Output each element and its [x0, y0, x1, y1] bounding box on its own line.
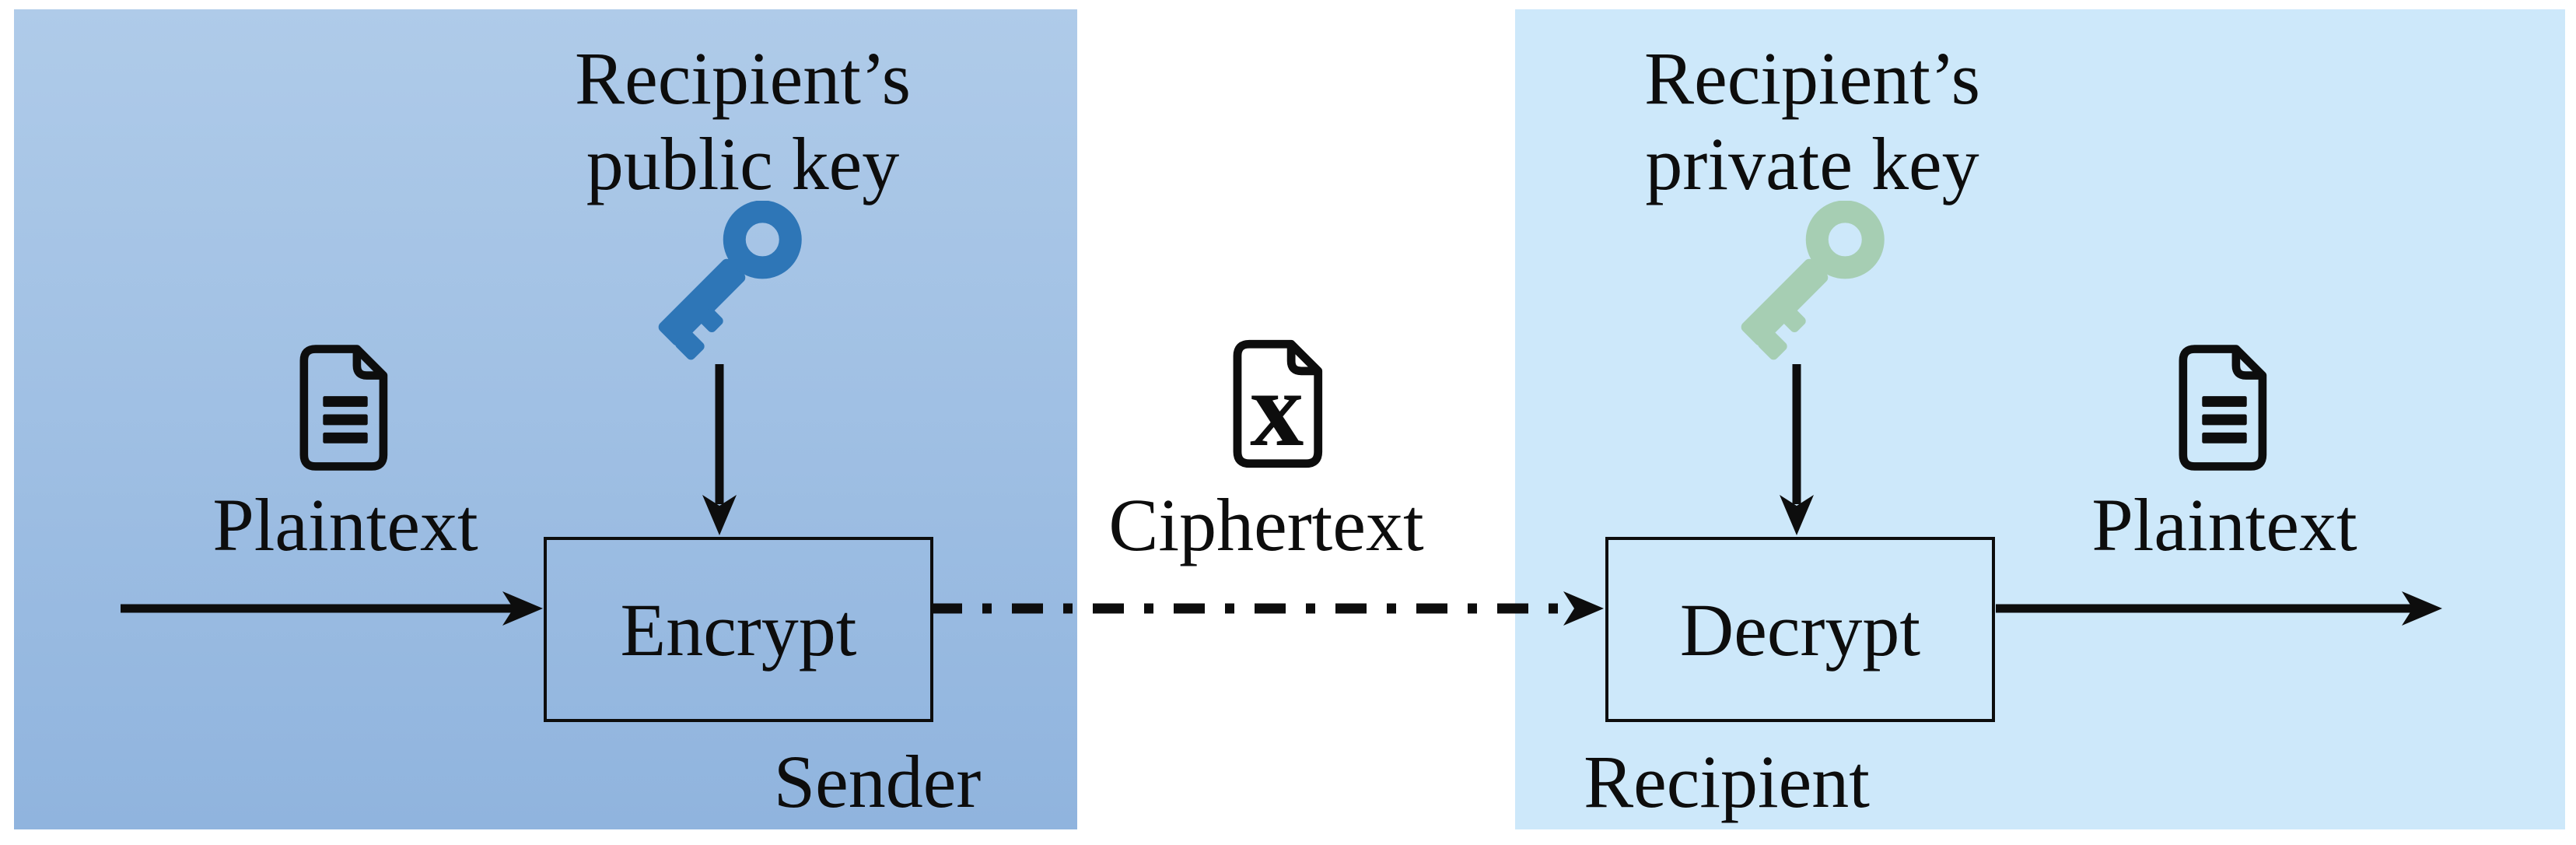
private-key-label-line1: Recipient’s	[1644, 37, 1980, 120]
encrypt-box: Encrypt	[544, 537, 933, 722]
encrypt-label: Encrypt	[620, 587, 857, 671]
plaintext-document-icon	[299, 345, 388, 471]
public-key-label-line2: public key	[586, 122, 900, 205]
private-key-label: Recipient’s private key	[1644, 36, 1980, 207]
plaintext-label: Plaintext	[212, 483, 478, 566]
output-document-icon	[2179, 345, 2267, 471]
ciphertext-label: Ciphertext	[1108, 483, 1424, 566]
sender-label: Sender	[773, 740, 982, 823]
private-key-icon	[1741, 201, 1885, 360]
private-key-label-line2: private key	[1645, 122, 1979, 205]
public-key-label-line1: Recipient’s	[575, 37, 911, 120]
decrypt-box: Decrypt	[1605, 537, 1995, 722]
recipient-label: Recipient	[1584, 740, 1870, 823]
decrypt-label: Decrypt	[1679, 587, 1921, 671]
public-key-label: Recipient’s public key	[575, 36, 911, 207]
recipient-panel	[1515, 9, 2565, 829]
ciphertext-letter: x	[1250, 349, 1304, 468]
output-plaintext-label: Plaintext	[2091, 483, 2357, 566]
public-key-icon	[658, 201, 802, 360]
ciphertext-document-icon: x	[1233, 339, 1323, 468]
